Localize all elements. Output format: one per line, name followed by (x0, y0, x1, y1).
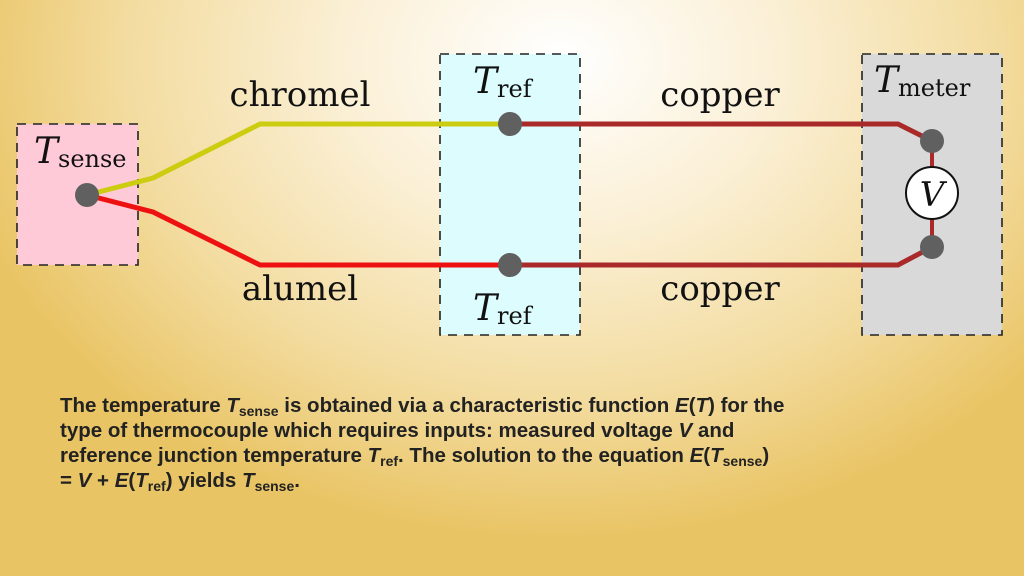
caption-variable: T (695, 394, 709, 417)
caption-variable: T (242, 469, 255, 492)
ref-label-bottom: Tref (473, 288, 534, 330)
caption-text: ) (762, 444, 770, 467)
caption-line: type of thermocouple which requires inpu… (60, 418, 980, 443)
caption-text: is obtained via a characteristic functio… (278, 394, 676, 417)
meter-terminal-top (920, 129, 944, 153)
caption-text: The temperature (60, 394, 227, 417)
chromel-label: chromel (230, 75, 371, 115)
caption-subscript: ref (380, 453, 399, 469)
caption-variable: E (114, 469, 129, 492)
caption-text: ( (703, 444, 711, 467)
caption-text: . (294, 469, 300, 492)
chromel-wire (86, 121, 510, 198)
sense-label: Tsense (34, 131, 127, 173)
caption: The temperature Tsense is obtained via a… (60, 393, 980, 493)
caption-variable: T (367, 444, 381, 467)
alumel-label: alumel (242, 269, 358, 309)
caption-subscript: ref (147, 478, 166, 494)
caption-subscript: sense (254, 478, 295, 494)
caption-text: = (60, 469, 78, 492)
caption-variable: T (135, 469, 148, 492)
caption-variable: E (675, 394, 689, 417)
voltmeter-label: V (920, 175, 948, 215)
sense-junction (75, 183, 99, 207)
ref-junction-bottom (498, 253, 522, 277)
copper-wire-bottom (510, 244, 934, 268)
meter-terminal-bottom (920, 235, 944, 259)
caption-subscript: sense (238, 403, 279, 419)
caption-text: . The solution to the equation (398, 444, 690, 467)
caption-subscript: sense (722, 453, 763, 469)
caption-text: ( (688, 394, 696, 417)
copper-label-bottom: copper (660, 269, 780, 309)
alumel-wire (86, 192, 510, 268)
caption-text: and (692, 419, 735, 442)
caption-text: reference junction temperature (60, 444, 368, 467)
caption-variable: V (678, 419, 693, 442)
meter-label: Tmeter (874, 60, 971, 102)
caption-variable: T (710, 444, 723, 467)
ref-label-top: Tref (473, 61, 534, 103)
caption-line: = V + E(Tref) yields Tsense. (60, 468, 980, 493)
copper-label-top: copper (660, 75, 780, 115)
caption-text: ( (128, 469, 136, 492)
caption-variable: V (77, 469, 92, 492)
ref-junction-top (498, 112, 522, 136)
ref-box (439, 53, 581, 336)
voltmeter-icon (905, 166, 959, 220)
caption-text: + (91, 469, 115, 492)
caption-text: type of thermocouple which requires inpu… (60, 419, 679, 442)
copper-wire-top (510, 121, 934, 144)
caption-text: ) yields (165, 469, 243, 492)
caption-line: reference junction temperature Tref. The… (60, 443, 980, 468)
caption-variable: E (689, 444, 704, 467)
caption-text: ) for the (708, 394, 785, 417)
caption-variable: T (226, 394, 239, 417)
caption-line: The temperature Tsense is obtained via a… (60, 393, 980, 418)
